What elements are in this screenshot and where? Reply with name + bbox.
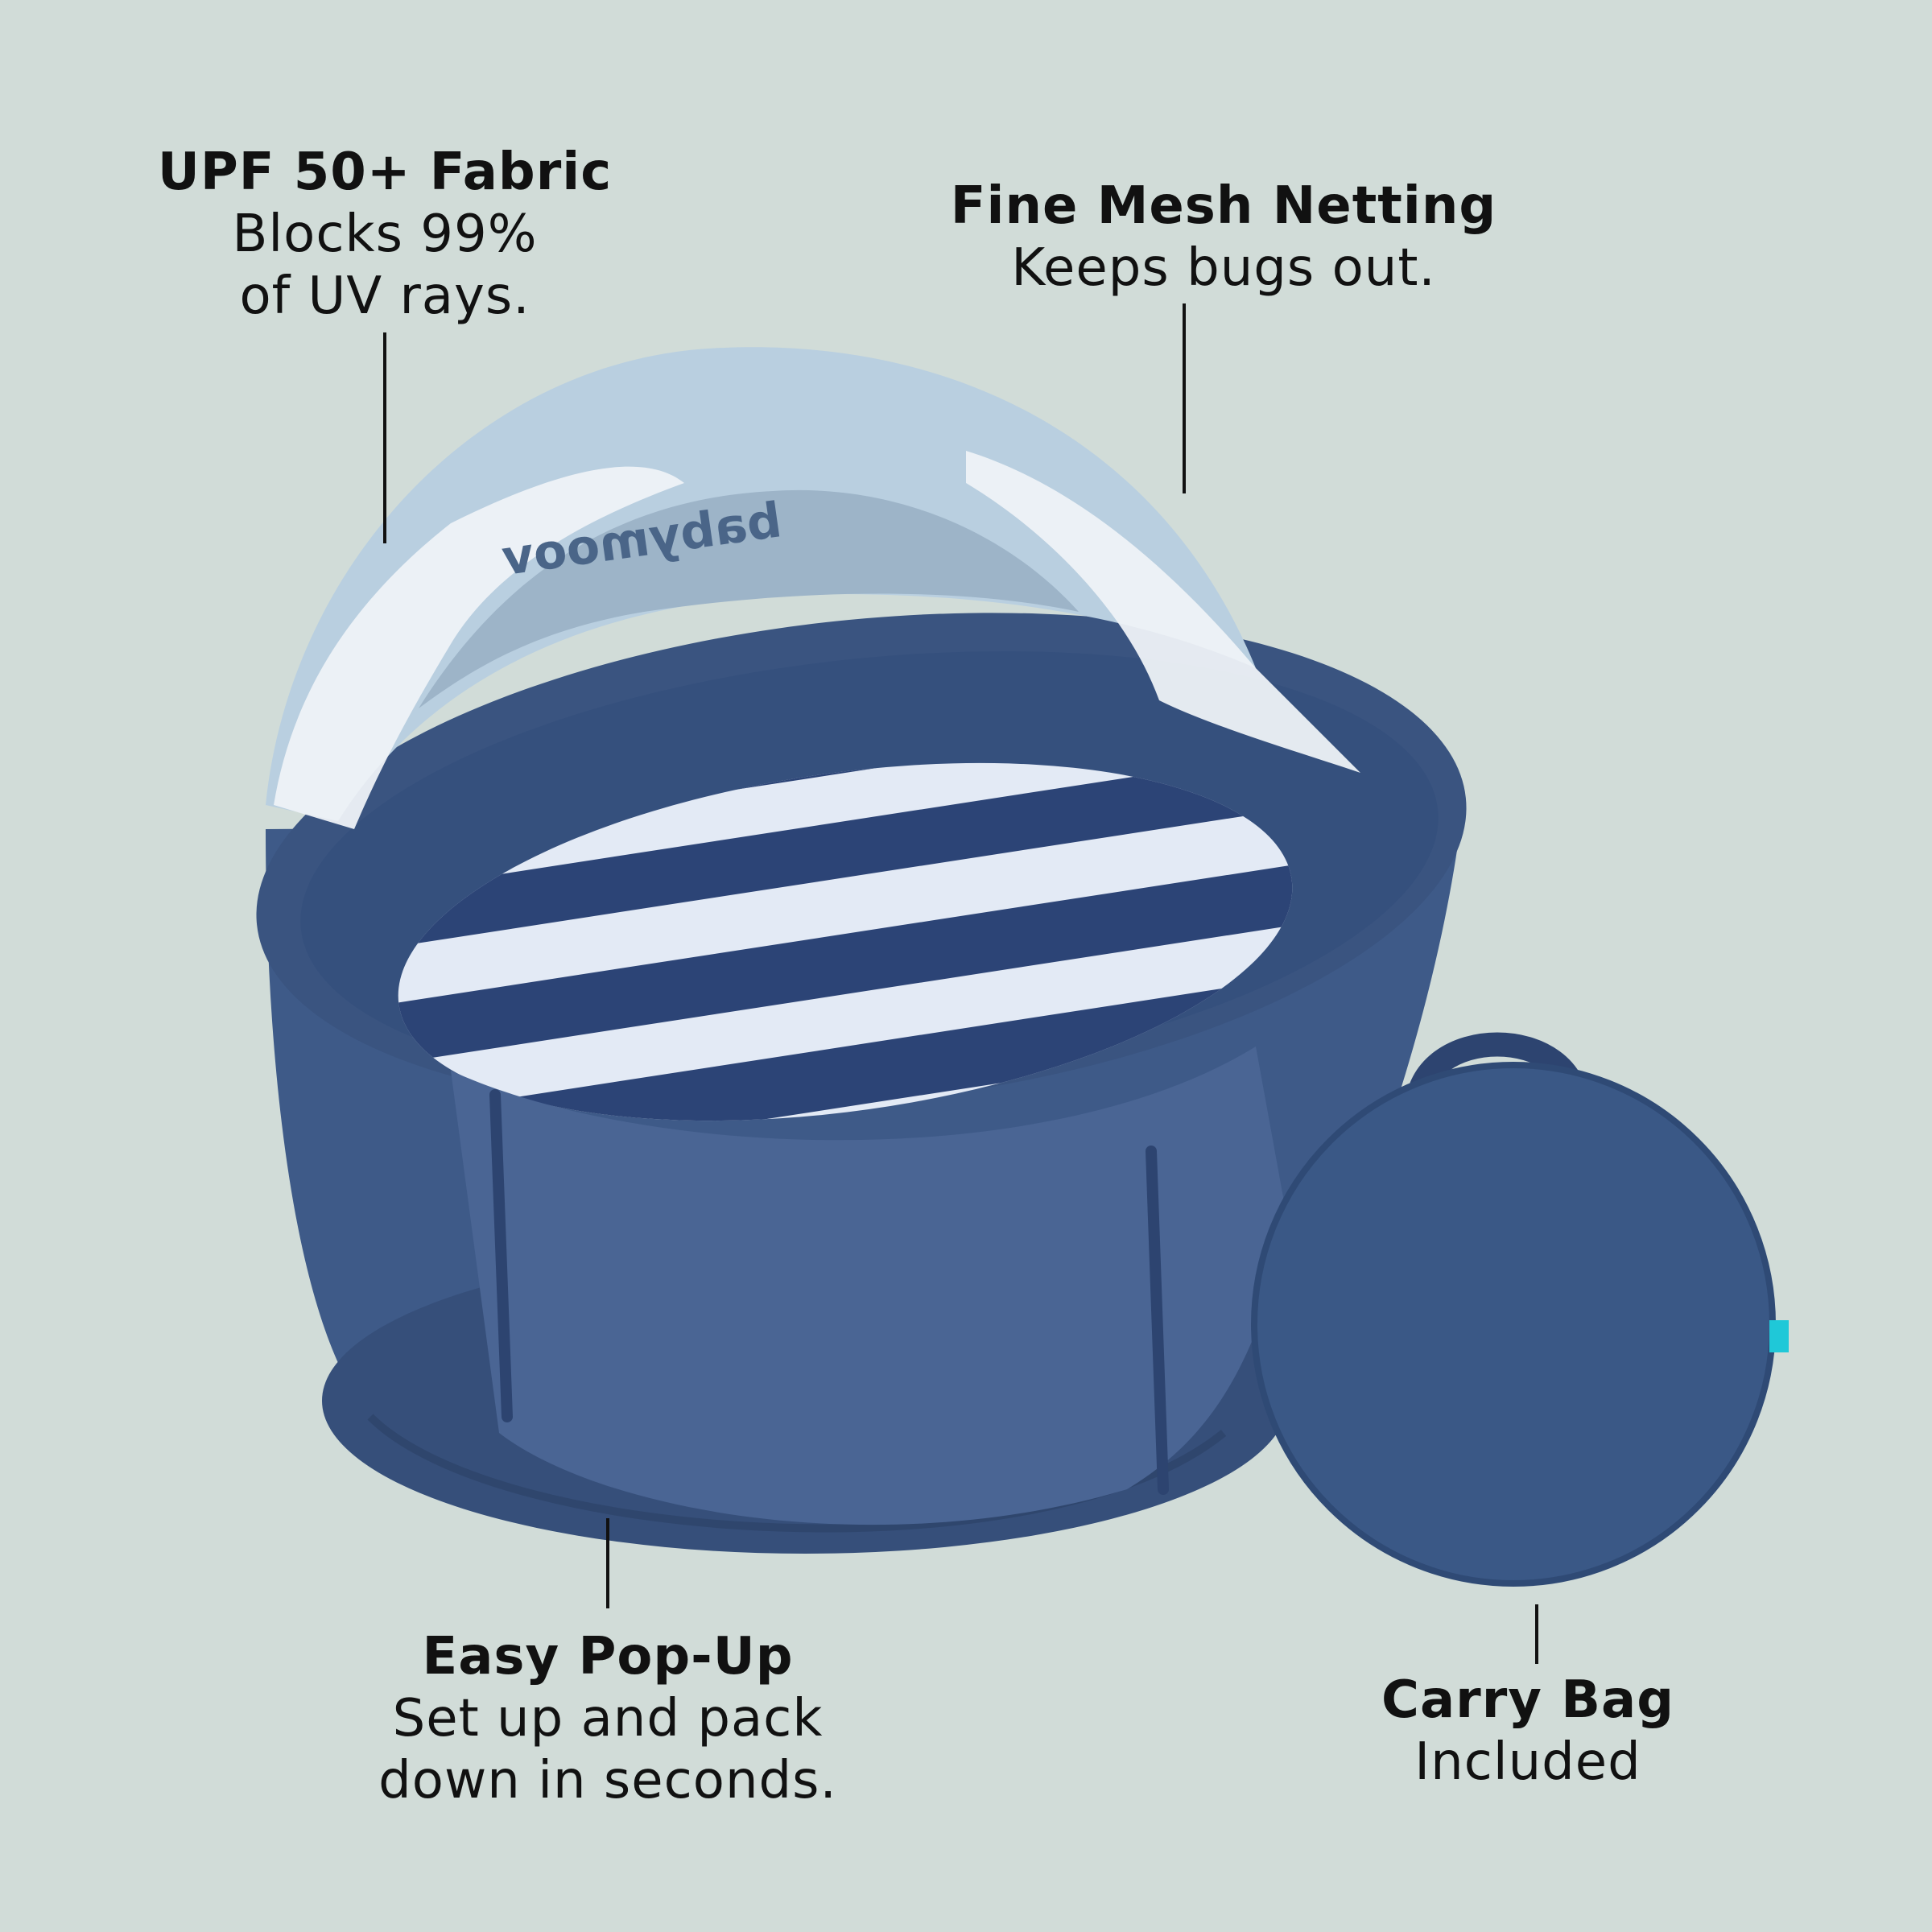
callout-text: Keeps bugs out.	[1011, 238, 1436, 298]
bag-tag	[1769, 1320, 1789, 1352]
callout-fabric: UPF 50+ Fabric Blocks 99% of UV rays.	[158, 142, 612, 328]
mesh-netting-left	[274, 466, 684, 829]
callout-title: Easy Pop-Up	[422, 1627, 794, 1686]
carry-bag	[1251, 1032, 1789, 1587]
mesh-netting-right	[966, 451, 1360, 773]
bassinet	[256, 613, 1467, 1554]
callout-title: UPF 50+ Fabric	[157, 142, 613, 202]
callout-bag: Carry Bag Included	[1381, 1670, 1674, 1794]
callout-title: Fine Mesh Netting	[950, 176, 1497, 236]
callout-text: Blocks 99%	[232, 204, 538, 264]
leader-line-fabric	[383, 332, 386, 543]
leader-line-bag	[1535, 1604, 1538, 1664]
bassinet-front-panel	[451, 1046, 1288, 1525]
callout-mesh: Fine Mesh Netting Keeps bugs out.	[951, 175, 1496, 299]
callout-text: Set up and pack	[392, 1689, 824, 1748]
callout-title: Carry Bag	[1381, 1670, 1675, 1730]
sun-canopy: babymoov	[266, 347, 1360, 829]
canopy-inner	[419, 489, 1079, 708]
callout-text: Included	[1414, 1732, 1641, 1792]
carry-bag-body	[1254, 1065, 1773, 1583]
leader-line-popup	[606, 1518, 609, 1608]
callout-text: down in seconds.	[378, 1751, 837, 1810]
leader-line-mesh	[1183, 303, 1186, 493]
callout-text: of UV rays.	[239, 266, 530, 326]
callout-popup: Easy Pop-Up Set up and pack down in seco…	[378, 1626, 837, 1812]
